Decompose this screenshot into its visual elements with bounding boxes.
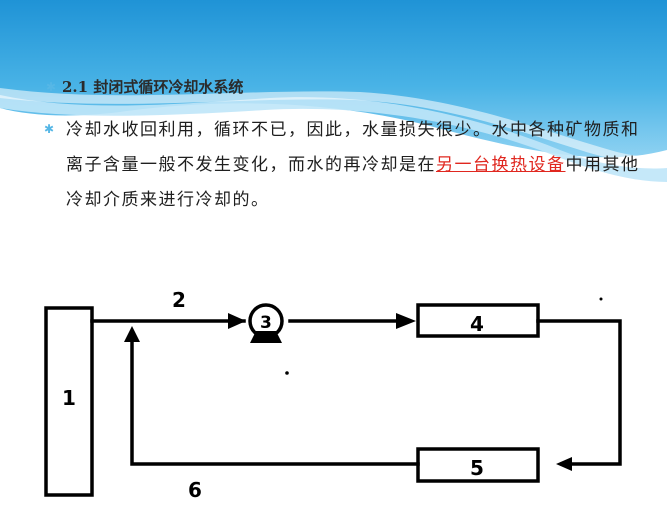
- flow-arrow-unit-5-inlet: [556, 457, 572, 471]
- label-pump-3: 3: [260, 313, 272, 333]
- unit-4-box: [416, 303, 540, 338]
- paragraph-highlight: 另一台换热设备: [436, 155, 566, 175]
- label-pipe-6: 6: [188, 478, 202, 502]
- body-paragraph: 冷却水收回利用，循环不已，因此，水量损失很少。水中各种矿物质和离子含量一般不发生…: [66, 113, 641, 218]
- label-unit-5: 5: [470, 456, 484, 480]
- flow-arrow-return-up: [124, 326, 140, 342]
- label-unit-1: 1: [62, 386, 76, 410]
- return-loop-line: [536, 319, 622, 466]
- flow-arrow-pump-inlet: [228, 313, 246, 329]
- label-pipe-2: 2: [172, 288, 186, 312]
- drawing-dot: [599, 297, 603, 301]
- paragraph-text-before: 冷却水收回利用，循环不已，因此，水量损失很少。水中各种矿物质和离子含量一般不发生…: [66, 120, 640, 175]
- heading-bullet: ✱: [46, 80, 57, 94]
- paragraph-text-after: 中用其他冷却介质来进行冷却的。: [66, 155, 640, 210]
- pipe-6-line: [130, 331, 420, 466]
- pump-3-symbol: [248, 303, 284, 343]
- unit-1-box: [44, 306, 94, 497]
- label-unit-4: 4: [470, 312, 484, 336]
- paragraph-bullet: ✱: [44, 122, 55, 136]
- section-heading: 2.1 封闭式循环冷却水系统: [62, 78, 244, 96]
- flow-arrow-unit-4-inlet: [396, 313, 416, 329]
- drawing-dot: [285, 371, 289, 375]
